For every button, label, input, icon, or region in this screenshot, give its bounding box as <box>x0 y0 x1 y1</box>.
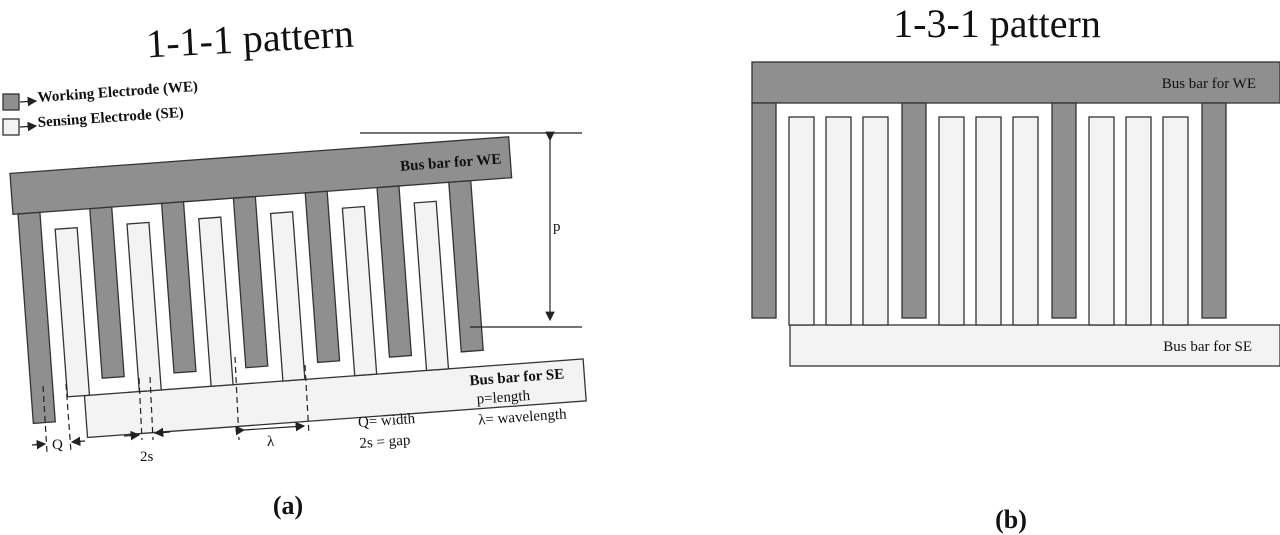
guide-line <box>42 385 48 453</box>
panel-b-se-fingers <box>788 116 1189 326</box>
guide-line <box>149 376 154 441</box>
se-finger <box>1012 116 1039 326</box>
se-finger <box>341 205 378 377</box>
panel-a-se-bus-bar <box>83 358 587 439</box>
guide-line <box>65 383 72 453</box>
se-finger <box>1125 116 1152 326</box>
se-finger <box>825 116 852 326</box>
panel-a-legend: Working Electrode (WE) Sensing Electrode… <box>2 79 198 136</box>
panel-b-se-bus-label: Bus bar for SE <box>1163 339 1252 355</box>
we-finger <box>232 195 269 369</box>
panel-a-se-bus-label: Bus bar for SE <box>469 366 565 389</box>
se-finger <box>1088 116 1115 326</box>
panel-b-se-bus-bar <box>789 324 1280 367</box>
dimension-guides <box>42 356 310 453</box>
se-finger <box>126 221 162 393</box>
se-finger <box>269 211 306 382</box>
panel-b: 1-3-1 pattern Bus bar for WE Bus bar for… <box>751 1 1280 534</box>
panel-a-title: 1-1-1 pattern <box>145 11 355 67</box>
se-finger <box>1162 116 1189 326</box>
dim-lambda-label: λ <box>267 434 275 450</box>
lambda-arrow <box>235 421 306 436</box>
we-finger <box>17 211 56 425</box>
dim-2s-label: 2s <box>140 449 154 465</box>
we-finger <box>89 206 125 379</box>
panel-a-electrodes: Bus bar for WE Bus bar for SE <box>9 136 587 439</box>
q-arrow-left <box>31 439 47 450</box>
guide-line <box>138 377 143 441</box>
guide-line <box>304 364 310 436</box>
se-finger <box>54 226 91 398</box>
legend-se-arrow <box>19 121 38 132</box>
we-finger <box>304 190 341 364</box>
2s-arrow-left <box>123 430 141 441</box>
se-finger <box>938 116 965 326</box>
se-finger <box>788 116 815 326</box>
se-finger <box>198 216 234 387</box>
legend-we-swatch <box>2 93 20 111</box>
q-arrow-right <box>70 436 86 447</box>
panel-a-we-bus-label: Bus bar for WE <box>400 151 502 174</box>
dimension-2s: 2s <box>123 427 171 465</box>
panel-b-title: 1-3-1 pattern <box>893 1 1101 46</box>
we-finger <box>448 180 484 353</box>
dimension-q: Q <box>31 436 86 453</box>
dim-q-label: Q <box>52 437 63 453</box>
se-finger <box>862 116 889 326</box>
2s-arrow-right <box>153 427 171 438</box>
def-q: Q= width <box>357 411 416 431</box>
se-finger <box>413 200 450 372</box>
panel-a-we-bus-bar <box>9 136 513 216</box>
dim-p-label: p <box>553 219 561 235</box>
panel-a-definitions: Q= width 2s = gap p=length λ= wavelength <box>357 388 568 452</box>
we-finger <box>1051 102 1077 319</box>
def-2s: 2s = gap <box>359 432 411 452</box>
def-lambda: λ= wavelength <box>478 406 568 428</box>
panel-b-we-fingers <box>751 102 1227 319</box>
se-finger <box>975 116 1002 326</box>
dimension-p: p <box>360 131 582 328</box>
we-finger <box>376 185 413 358</box>
panel-b-we-bus-bar <box>751 61 1280 104</box>
we-finger <box>751 102 777 319</box>
panel-a: 1-1-1 pattern Working Electrode (WE) Sen… <box>2 11 587 520</box>
legend-se-label: Sensing Electrode (SE) <box>37 105 184 131</box>
panel-b-we-bus-label: Bus bar for WE <box>1162 76 1256 92</box>
legend-we-arrow <box>19 96 38 107</box>
def-p: p=length <box>476 388 531 408</box>
legend-se-swatch <box>2 118 20 136</box>
panel-b-caption: (b) <box>995 505 1027 534</box>
dimension-lambda: λ <box>235 421 306 450</box>
we-finger <box>160 201 197 374</box>
we-finger <box>1201 102 1227 319</box>
panel-a-caption: (a) <box>273 491 303 520</box>
we-finger <box>901 102 927 319</box>
guide-line <box>234 356 240 441</box>
legend-we-label: Working Electrode (WE) <box>37 79 198 106</box>
